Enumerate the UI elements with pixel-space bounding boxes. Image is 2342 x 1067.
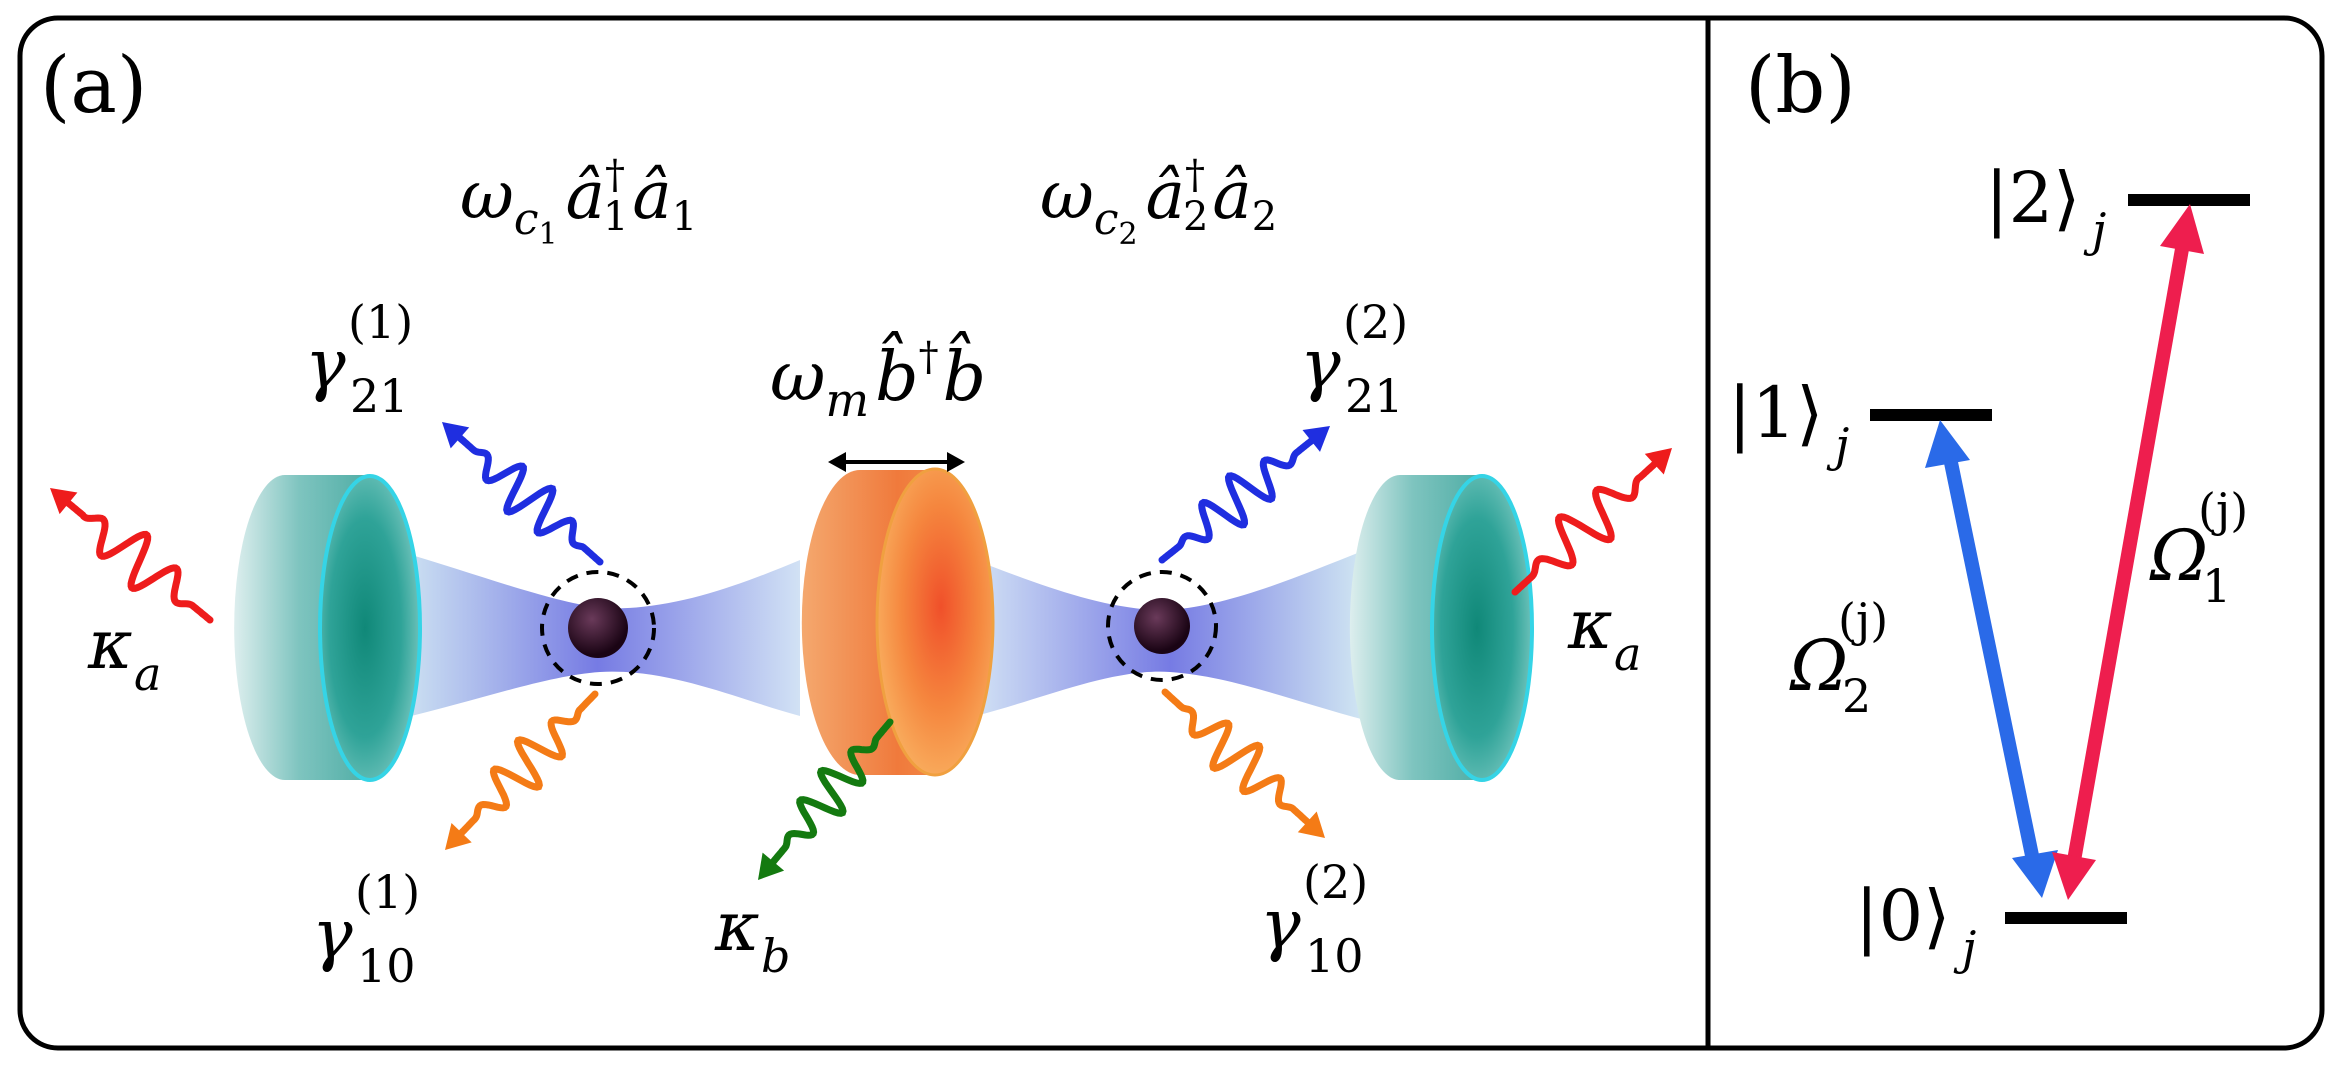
kappa-a-right-label: κ a — [1567, 586, 1641, 681]
svg-text:a: a — [134, 647, 161, 701]
kappa-a-left-wave-head — [50, 488, 78, 515]
svg-text:j: j — [2083, 203, 2106, 257]
gamma10-atom2-wave-head — [1297, 811, 1325, 838]
svg-text:21: 21 — [1345, 369, 1404, 423]
svg-text:10: 10 — [1305, 929, 1364, 983]
kappa-a-left-label: κ a — [87, 606, 161, 701]
gamma10-atom2-label: γ 10 (2) — [1260, 855, 1368, 983]
kappa-a-right-wave-head — [1644, 448, 1672, 475]
gamma21-atom1-wave — [456, 434, 604, 566]
kappa-b-wave-head — [758, 852, 785, 880]
mirror-right — [1349, 474, 1534, 782]
svg-text:Ω: Ω — [2149, 515, 2208, 597]
omega2-label: Ω 2 (j) — [1789, 593, 1888, 723]
membrane-motion-arrow — [828, 452, 965, 472]
svg-text:γ: γ — [1300, 326, 1341, 405]
gamma21-atom1-wave-head — [442, 422, 470, 449]
svg-text:1: 1 — [2202, 559, 2231, 613]
gamma10-atom1-wave-head — [445, 823, 472, 850]
svg-text:γ: γ — [1260, 886, 1301, 965]
svg-text:(2): (2) — [1343, 295, 1408, 349]
svg-text:|1⟩: |1⟩ — [1728, 372, 1823, 454]
panel-b-label: (b) — [1745, 41, 1856, 131]
svg-text:10: 10 — [357, 939, 416, 993]
atom-2 — [1106, 570, 1218, 682]
gamma21-atom2-wave-head — [1302, 426, 1330, 452]
hamiltonian-mechanical: ωmb̂†b̂ — [770, 330, 986, 427]
transition-arrow-omega1 — [2052, 204, 2204, 900]
gamma21-atom2-wave — [1158, 437, 1315, 564]
svg-text:(1): (1) — [348, 295, 413, 349]
svg-text:(2): (2) — [1303, 855, 1368, 909]
emission-waves — [50, 422, 1672, 880]
gamma10-atom1-label: γ 10 (1) — [312, 865, 420, 993]
svg-text:(j): (j) — [2198, 483, 2248, 537]
gamma21-atom2-label: γ 21 (2) — [1300, 295, 1408, 423]
kappa-a-right-wave — [1511, 460, 1658, 596]
svg-text:(j): (j) — [1838, 593, 1888, 647]
kappa-a-left-wave — [65, 499, 214, 624]
omega1-label: Ω 1 (j) — [2149, 483, 2248, 613]
svg-text:κ: κ — [87, 606, 133, 685]
svg-text:(1): (1) — [355, 865, 420, 919]
gamma10-atom1-wave — [458, 690, 599, 837]
kappa-b-wave — [769, 718, 894, 866]
svg-text:Ω: Ω — [1789, 625, 1848, 707]
kappa-b-label: κ b — [714, 888, 790, 983]
figure-frame — [17, 15, 2325, 1051]
svg-text:κ: κ — [1567, 586, 1613, 665]
panel-a-label: (a) — [40, 41, 147, 131]
gamma10-atom2-wave — [1161, 688, 1311, 826]
svg-text:j: j — [1826, 418, 1849, 472]
svg-text:2: 2 — [1842, 669, 1871, 723]
mechanical-membrane — [801, 467, 995, 777]
svg-text:a: a — [1614, 627, 1641, 681]
svg-text:γ: γ — [305, 326, 346, 405]
svg-text:κ: κ — [714, 888, 760, 967]
energy-level-0: |0⟩ j — [1855, 875, 2127, 975]
transition-arrow-omega2 — [1925, 420, 2058, 898]
svg-text:21: 21 — [350, 369, 409, 423]
svg-text:j: j — [1953, 921, 1976, 975]
svg-text:b: b — [761, 929, 790, 983]
svg-text:|2⟩: |2⟩ — [1985, 157, 2080, 239]
mirror-left — [234, 474, 422, 782]
atom-1 — [540, 570, 656, 686]
energy-level-2: |2⟩ j — [1985, 157, 2250, 257]
hamiltonian-cavity-1: ωc1â†1â1 — [460, 152, 697, 252]
svg-text:γ: γ — [312, 896, 353, 975]
gamma21-atom1-label: γ 21 (1) — [305, 295, 413, 423]
hamiltonian-cavity-2: ωc2â†2â2 — [1040, 152, 1277, 252]
svg-text:|0⟩: |0⟩ — [1855, 875, 1950, 957]
